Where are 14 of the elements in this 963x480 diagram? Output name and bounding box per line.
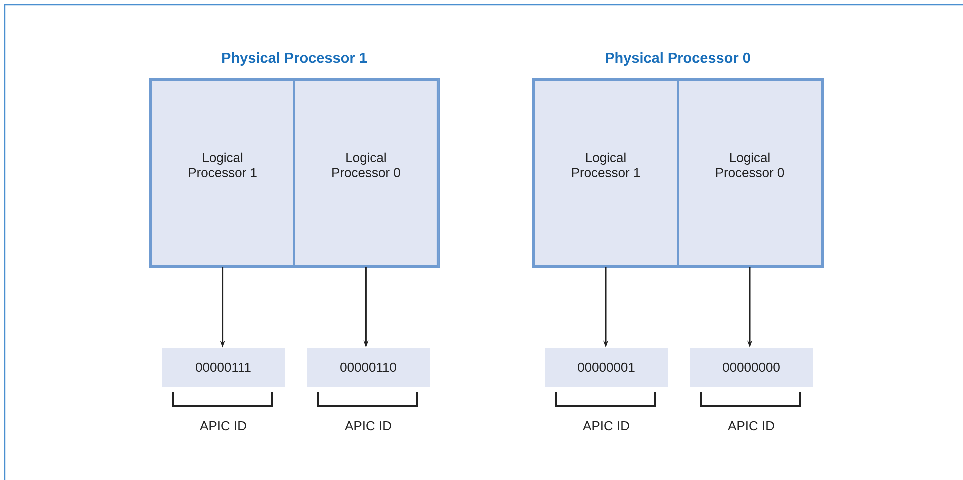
bracket-label: APIC ID — [345, 421, 392, 431]
value-box: 00000110 — [307, 348, 430, 387]
logical-processor-box: Logical Processor 0 — [293, 79, 439, 267]
logical-processor-box: Logical Processor 1 — [150, 79, 296, 267]
value-box: 00000111 — [162, 348, 285, 387]
bracket-label: APIC ID — [200, 421, 246, 431]
bracket-label: APIC ID — [583, 421, 630, 431]
logical-processor-box: Logical Processor 1 — [533, 79, 679, 267]
logical-processor-box: Logical Processor 0 — [677, 79, 823, 267]
heading: Physical Processor 0 — [606, 52, 750, 66]
value-box: 00000000 — [690, 348, 813, 387]
value-box: 00000001 — [545, 348, 668, 387]
heading: Physical Processor 1 — [222, 52, 368, 66]
bracket-label: APIC ID — [728, 421, 774, 431]
